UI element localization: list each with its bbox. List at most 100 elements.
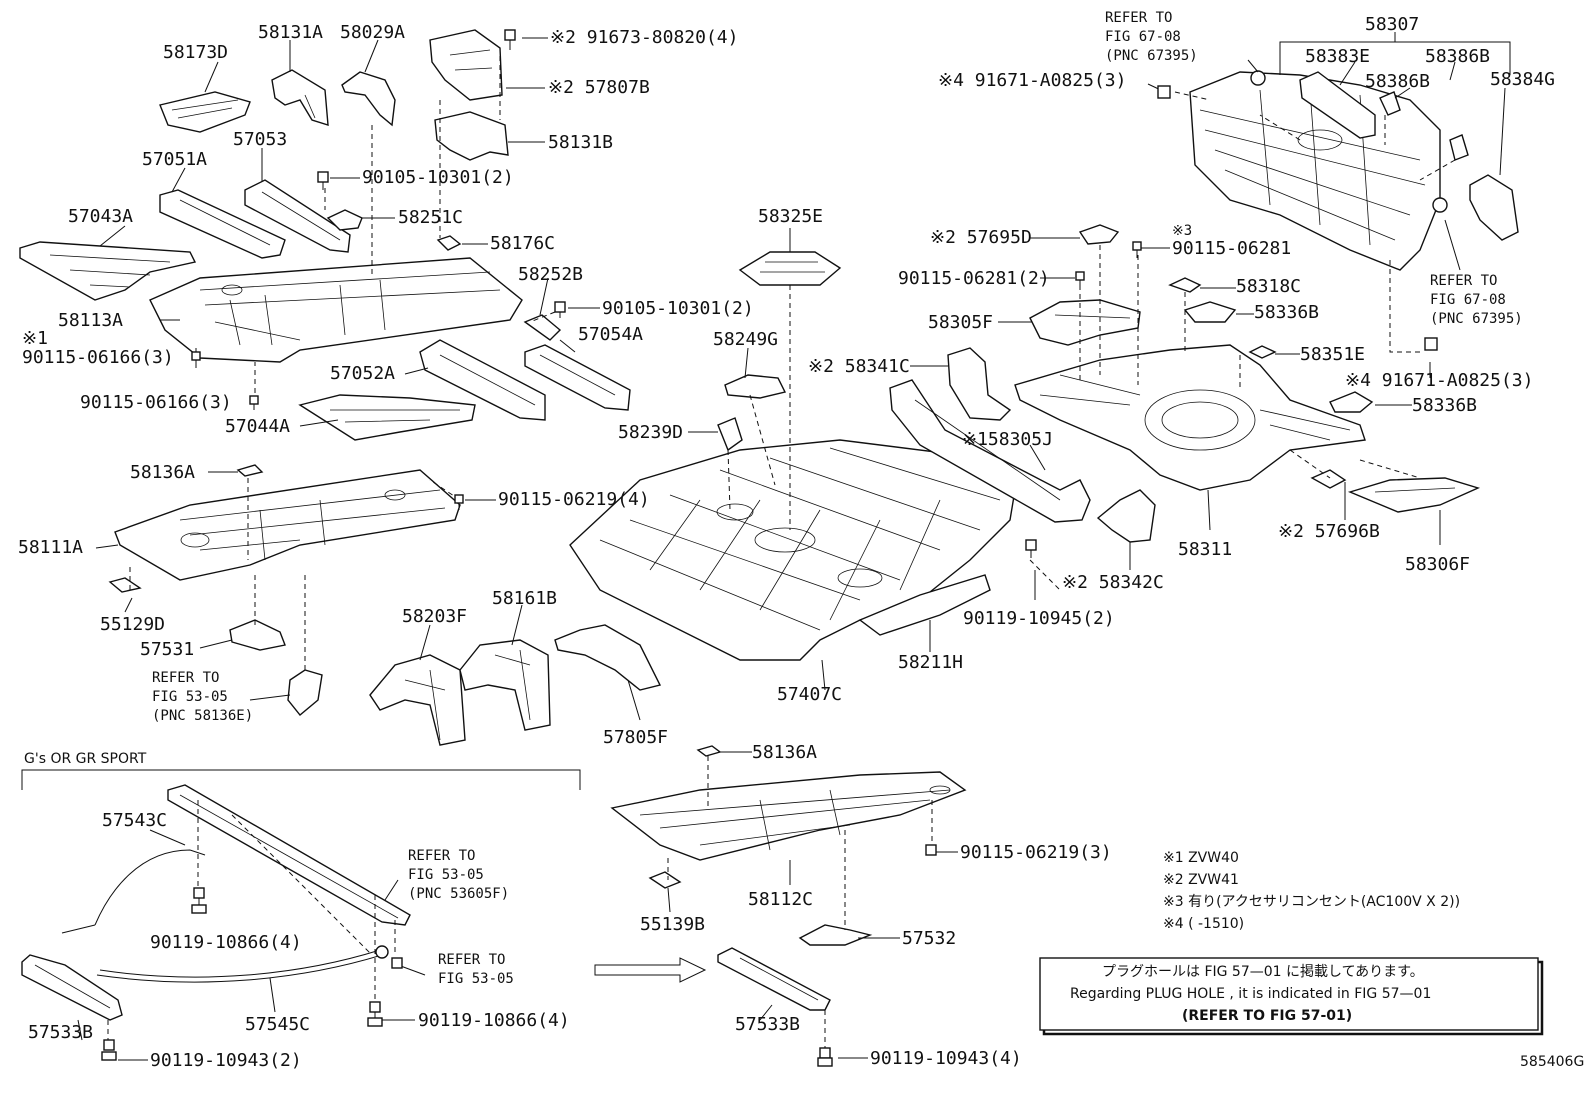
label-57532: 57532: [902, 928, 956, 949]
part-57054a[interactable]: [524, 344, 631, 411]
label-58325e: 58325E: [758, 206, 823, 227]
part-58136a[interactable]: [236, 464, 264, 477]
part-58305j[interactable]: [889, 379, 1091, 523]
part-58173d[interactable]: [159, 91, 251, 133]
part-58383e[interactable]: [1299, 71, 1376, 139]
note-4: ※4 ( -1510): [1163, 916, 1244, 932]
label-refer-to-67-08a-1: REFER TO: [1105, 10, 1172, 26]
label-58136a-lower: 58136A: [752, 742, 817, 763]
part-57051a[interactable]: [159, 189, 286, 259]
part-58351e[interactable]: [1248, 345, 1277, 359]
label-58318c: 58318C: [1236, 276, 1301, 297]
label-58384g: 58384G: [1490, 69, 1555, 90]
part-refer-bracket[interactable]: [287, 669, 323, 716]
label-58176c: 58176C: [490, 233, 555, 254]
label-57407c: 57407C: [777, 684, 842, 705]
label-refer-to-53-05b-1: REFER TO: [408, 848, 475, 864]
part-57531[interactable]: [229, 619, 286, 651]
part-58305f[interactable]: [1029, 299, 1141, 346]
part-57044a[interactable]: [298, 394, 476, 441]
part-57533b-left[interactable]: [21, 954, 123, 1021]
part-58029a[interactable]: [341, 71, 396, 127]
box-line-en: Regarding PLUG HOLE , it is indicated in…: [1070, 986, 1431, 1002]
part-58136a-lower[interactable]: [696, 745, 722, 757]
direction-arrow: [594, 957, 707, 983]
label-58311: 58311: [1178, 539, 1232, 560]
part-57043a[interactable]: [19, 241, 197, 301]
label-90119-10943-left: 90119-10943(2): [150, 1050, 302, 1071]
part-58131a[interactable]: [271, 69, 329, 126]
label-58211h: 58211H: [898, 652, 963, 673]
label-57807b: ※2 57807B: [548, 77, 650, 98]
part-58131b[interactable]: [434, 111, 509, 161]
part-58251c[interactable]: [326, 209, 363, 231]
part-58112c[interactable]: [610, 771, 967, 861]
part-58161b[interactable]: [459, 639, 551, 731]
label-58249g: 58249G: [713, 329, 778, 350]
label-58203f: 58203F: [402, 606, 467, 627]
part-58203f[interactable]: [369, 654, 466, 746]
bolt-icon: [191, 887, 207, 914]
part-57545c[interactable]: [96, 945, 389, 983]
part-58113a[interactable]: [149, 257, 523, 363]
label-58251c: 58251C: [398, 207, 463, 228]
part-57696b[interactable]: [1310, 469, 1347, 489]
part-58336b-lower[interactable]: [1329, 391, 1374, 413]
part-57805f[interactable]: [554, 624, 662, 691]
part-58342c[interactable]: [1096, 489, 1156, 543]
label-refer-to-53-05a-3: (PNC 58136E): [152, 708, 253, 724]
label-58336b-lower: 58336B: [1412, 395, 1477, 416]
label-90119-10943-right: 90119-10943(4): [870, 1048, 1022, 1069]
part-58252b[interactable]: [523, 314, 562, 341]
part-58306f[interactable]: [1347, 477, 1480, 513]
bolt-icon: [817, 1047, 833, 1067]
part-58384g[interactable]: [1469, 174, 1519, 241]
label-58306f: 58306F: [1405, 554, 1470, 575]
label-90119-10866-lower: 90119-10866(4): [418, 1010, 570, 1031]
leader-lines: [77, 32, 1511, 1061]
part-57532[interactable]: [798, 924, 873, 946]
bolt-icon: [191, 351, 201, 368]
part-57807b[interactable]: [429, 29, 503, 101]
part-57407c[interactable]: [569, 439, 1016, 661]
part-57052a[interactable]: [419, 339, 546, 421]
part-58249g[interactable]: [724, 374, 787, 399]
part-58311[interactable]: [1014, 344, 1366, 491]
label-55129d: 55129D: [100, 614, 165, 635]
label-ref-x3: ※3: [1172, 223, 1192, 239]
part-58336b-upper[interactable]: [1183, 301, 1237, 323]
part-55139b[interactable]: [648, 871, 682, 889]
label-58351e: 58351E: [1300, 344, 1365, 365]
part-58176c[interactable]: [436, 235, 462, 251]
label-58341c: ※2 58341C: [808, 356, 910, 377]
label-57051a: 57051A: [142, 149, 207, 170]
label-57543c: 57543C: [102, 810, 167, 831]
part-58111a[interactable]: [114, 469, 461, 581]
part-58386b-b[interactable]: [1449, 134, 1469, 161]
part-58318c[interactable]: [1168, 277, 1202, 293]
bolt-icons: [101, 29, 1438, 1067]
part-57695d[interactable]: [1078, 224, 1120, 245]
plug-hole-circle-lower: [1432, 197, 1448, 213]
label-refer-to-67-08b-2: FIG 67-08: [1430, 292, 1506, 308]
part-58341c[interactable]: [947, 347, 1012, 421]
label-58111a: 58111A: [18, 537, 83, 558]
part-57053[interactable]: [244, 179, 351, 253]
part-57533b-right[interactable]: [717, 947, 831, 1011]
part-58239d[interactable]: [717, 417, 743, 452]
label-58113a: 58113A: [58, 310, 123, 331]
part-58325e[interactable]: [738, 251, 842, 286]
part-57543c[interactable]: [61, 784, 411, 934]
label-57053: 57053: [233, 129, 287, 150]
part-58211h[interactable]: [858, 574, 991, 636]
diagram-code: 585406G: [1520, 1054, 1584, 1070]
section-bracket: [21, 769, 581, 790]
label-58305f: 58305F: [928, 312, 993, 333]
label-refer-to-67-08a-2: FIG 67-08: [1105, 29, 1181, 45]
label-90115-06166-upper: 90115-06166(3): [22, 347, 174, 368]
bolt-icon: [504, 29, 516, 50]
part-55129d[interactable]: [108, 577, 142, 593]
plug-hole-info-box: プラグホールは FIG 57—01 に掲載してあります。 Regarding P…: [1039, 957, 1544, 1036]
label-90115-06219-lower: 90115-06219(3): [960, 842, 1112, 863]
label-57052a: 57052A: [330, 363, 395, 384]
